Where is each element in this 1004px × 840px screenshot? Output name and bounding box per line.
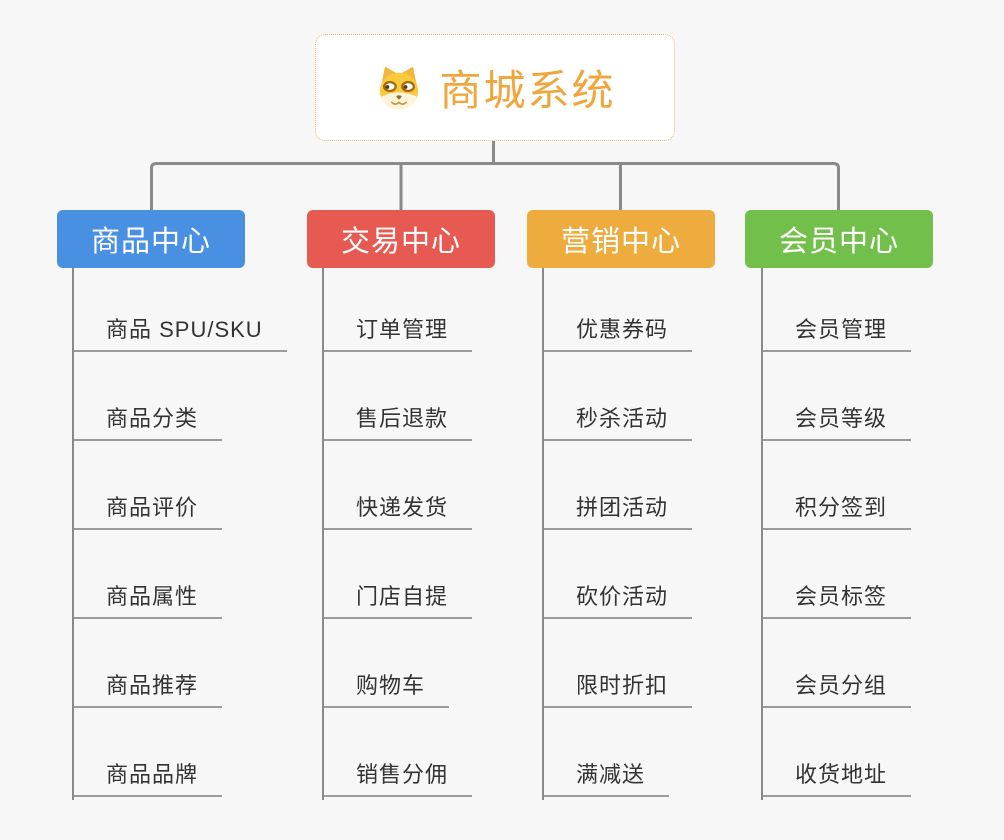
leaf-item[interactable]: 会员等级 [763, 405, 912, 441]
leaf-item[interactable]: 售后退款 [324, 405, 473, 441]
branch-box-product[interactable]: 商品中心 [57, 210, 245, 268]
branch-column-product: 商品 SPU/SKU 商品分类 商品评价 商品属性 商品推荐 商品品牌 [72, 268, 334, 800]
branch-column-member: 会员管理 会员等级 积分签到 会员标签 会员分组 收货地址 [761, 268, 1004, 800]
branch-label: 营销中心 [560, 226, 681, 258]
leaf-item[interactable]: 收货地址 [763, 761, 912, 797]
leaf-item[interactable]: 会员分组 [763, 672, 912, 708]
leaf-item[interactable]: 优惠券码 [544, 316, 693, 352]
branch-box-member[interactable]: 会员中心 [745, 210, 933, 268]
leaf-item[interactable]: 商品 SPU/SKU [74, 316, 287, 352]
leaf-item[interactable]: 秒杀活动 [544, 405, 693, 441]
leaf-item[interactable]: 销售分佣 [324, 761, 473, 797]
leaf-item[interactable]: 会员管理 [763, 316, 912, 352]
leaf-item[interactable]: 商品推荐 [74, 672, 223, 708]
leaf-item[interactable]: 限时折扣 [544, 672, 693, 708]
leaf-item[interactable]: 积分签到 [763, 494, 912, 530]
dog-face-icon [380, 66, 419, 109]
branch-label: 会员中心 [778, 226, 899, 258]
leaf-item[interactable]: 门店自提 [324, 583, 473, 619]
branch-box-transaction[interactable]: 交易中心 [307, 210, 495, 268]
leaf-item[interactable]: 订单管理 [324, 316, 473, 352]
leaf-item[interactable]: 快递发货 [324, 494, 473, 530]
leaf-item[interactable]: 购物车 [324, 672, 450, 708]
leaf-item[interactable]: 商品评价 [74, 494, 223, 530]
leaf-item[interactable]: 商品属性 [74, 583, 223, 619]
branch-column-transaction: 订单管理 售后退款 快递发货 门店自提 购物车 销售分佣 [322, 268, 584, 800]
leaf-item[interactable]: 商品分类 [74, 405, 223, 441]
leaf-item[interactable]: 满减送 [544, 761, 670, 797]
leaf-item[interactable]: 会员标签 [763, 583, 912, 619]
root-node[interactable]: 商城系统 [315, 34, 675, 141]
branch-label: 商品中心 [90, 226, 211, 258]
root-title: 商城系统 [439, 67, 616, 114]
branch-label: 交易中心 [340, 226, 461, 258]
leaf-item[interactable]: 商品品牌 [74, 761, 223, 797]
leaf-item[interactable]: 拼团活动 [544, 494, 693, 530]
branch-box-marketing[interactable]: 营销中心 [527, 210, 715, 268]
leaf-item[interactable]: 砍价活动 [544, 583, 693, 619]
branch-column-marketing: 优惠券码 秒杀活动 拼团活动 砍价活动 限时折扣 满减送 [542, 268, 804, 800]
